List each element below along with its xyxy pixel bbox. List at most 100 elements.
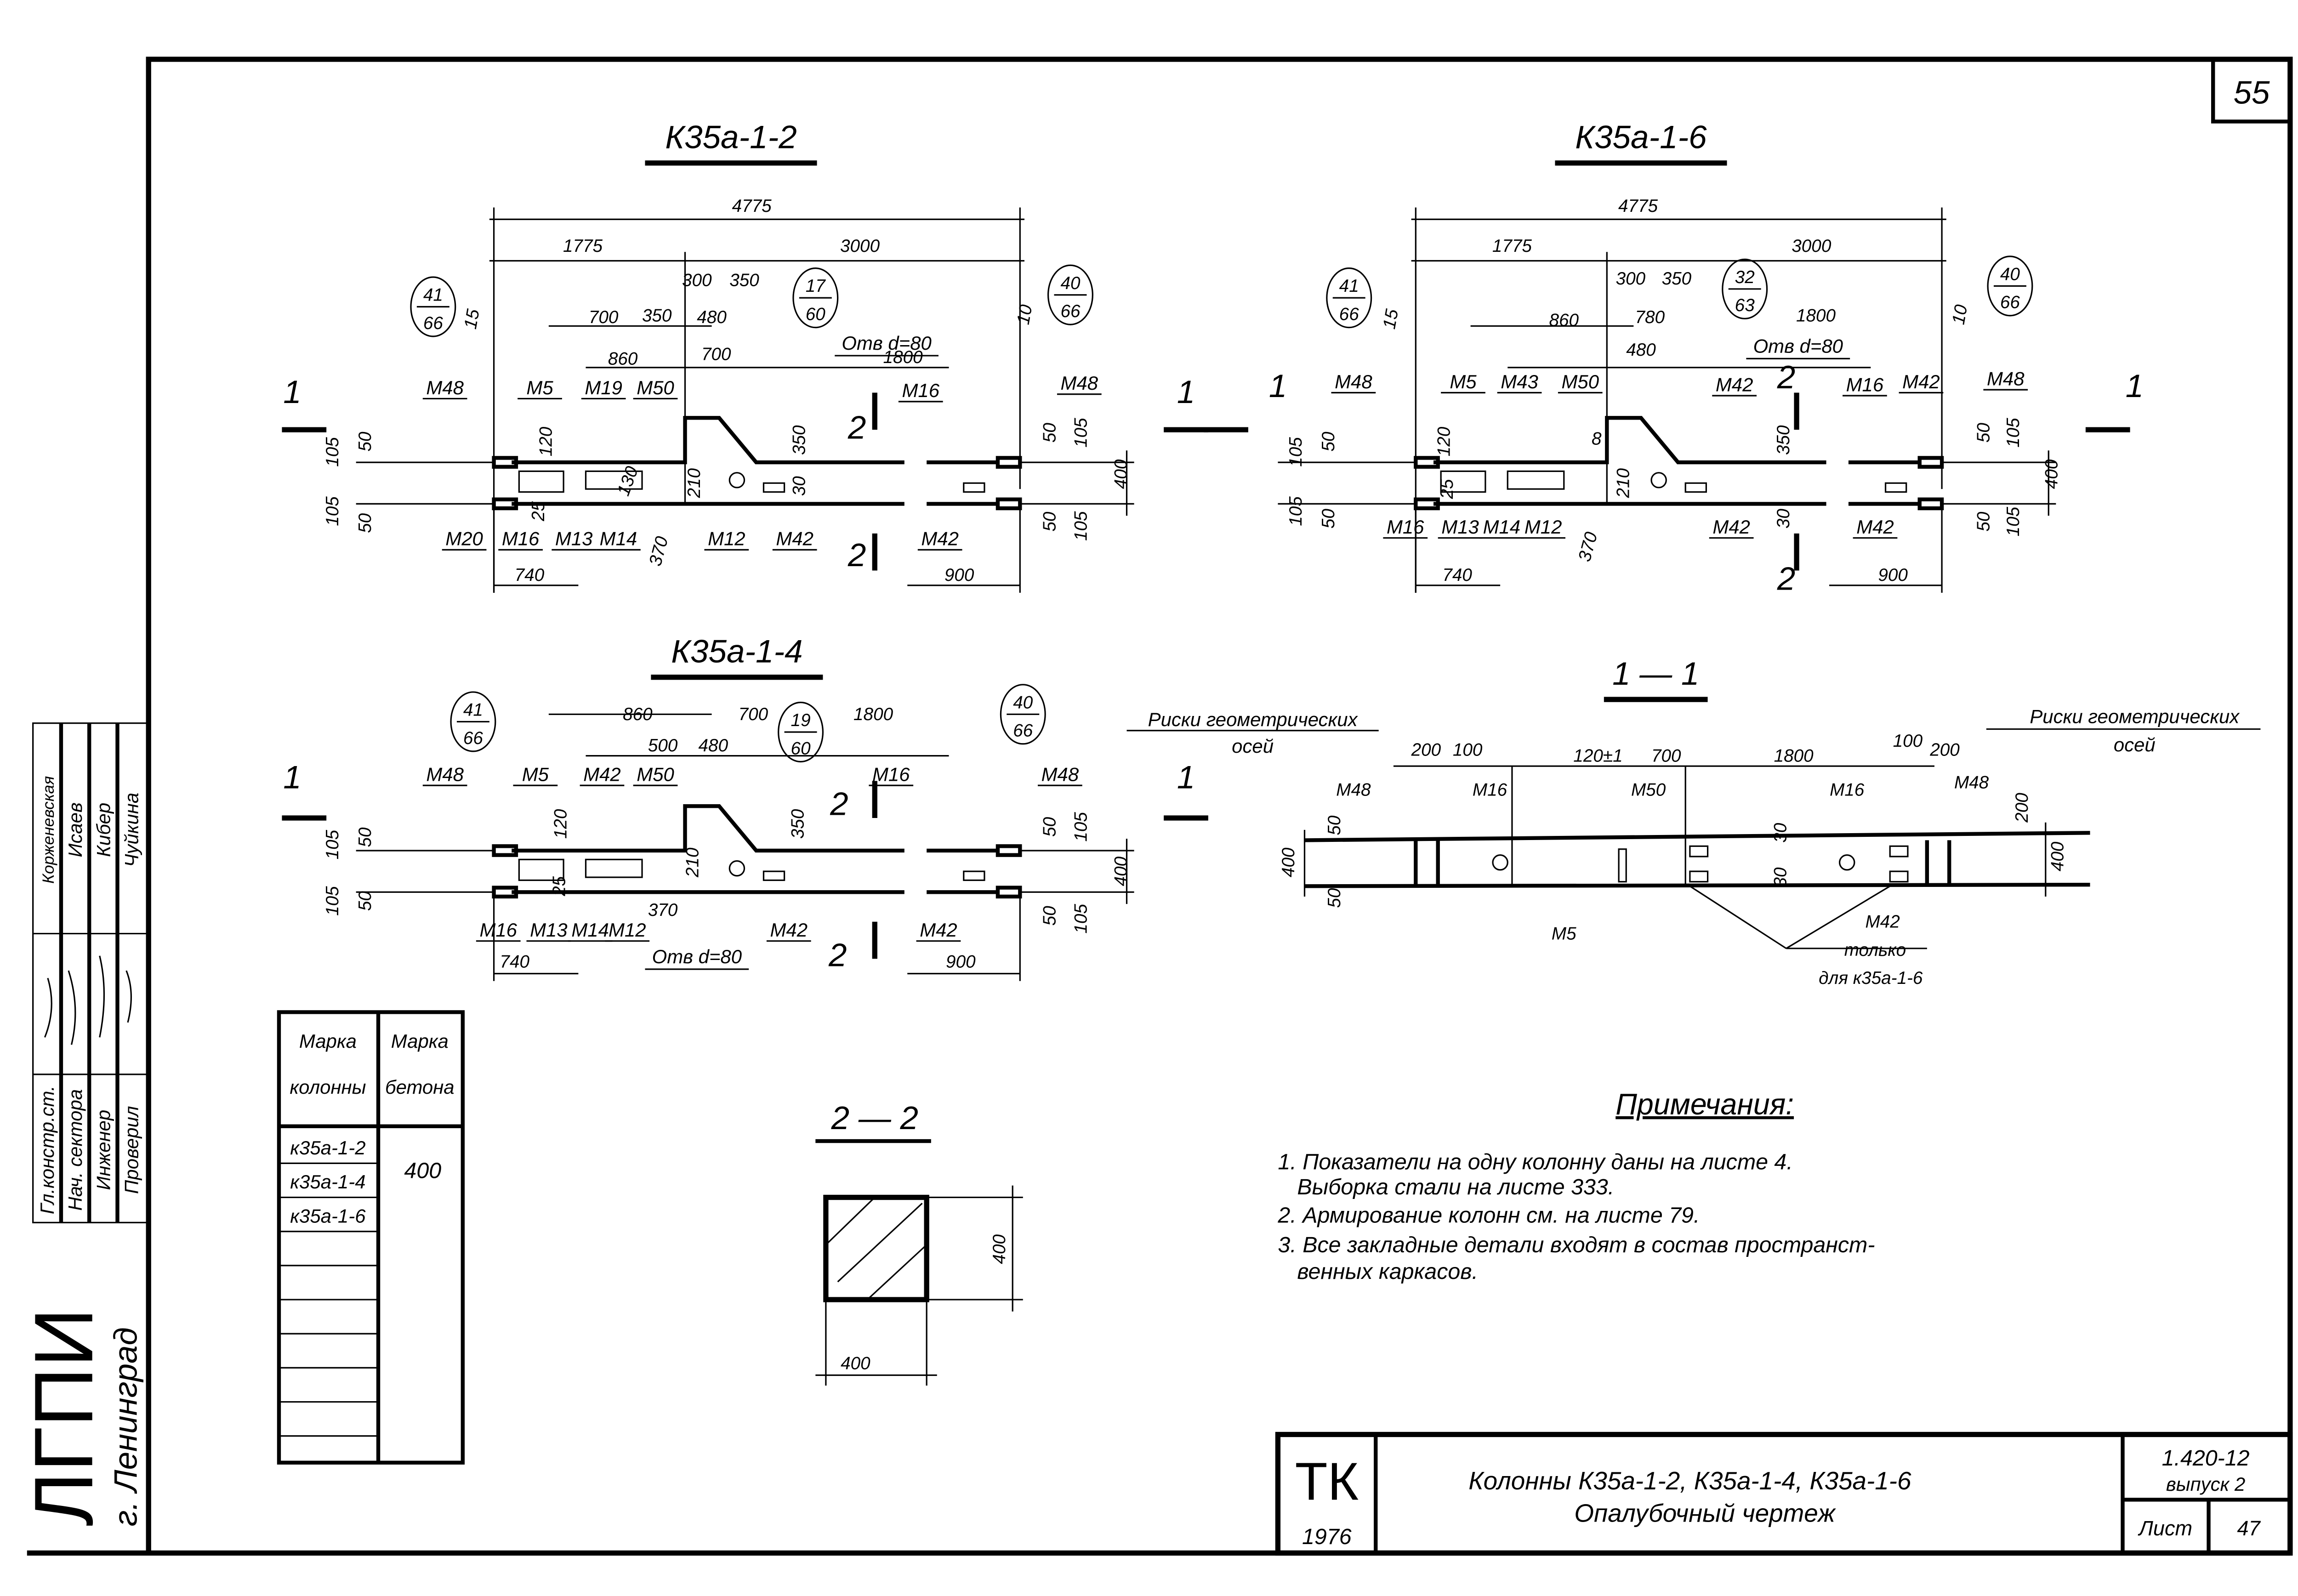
section-1-1-label: М42 [1865,912,1900,932]
embedded-part-label: М50 [637,377,674,398]
section-1-1-label: М50 [1631,780,1666,800]
concrete-table [277,1010,465,1465]
dimension-label: 50 [1319,432,1338,452]
dimension-label: 900 [1878,565,1908,585]
dimension-label: 30 [790,476,809,496]
dimension-label: 210 [1614,468,1633,499]
dimension-label: 105 [1071,812,1091,842]
dimension-label: 350 [1774,425,1793,455]
stamp-role: Нач. сектора [64,1089,86,1211]
title-block-title-line1: Колонны К35а-1-2, К35а-1-4, К35а-1-6 [1468,1466,1911,1495]
dimension-label: 400 [1111,856,1131,886]
dimension-label: 25 [1437,479,1457,500]
section-2-2-height-dim: 400 [990,1234,1009,1264]
dimension-label: 400 [2042,459,2062,489]
dimension-label: 120 [536,426,556,456]
table-cell-column: к35а-1-6 [290,1205,366,1227]
dimension-label: 10 [1948,303,1971,326]
dimension-label: 25 [529,501,548,522]
dimension-label: 700 [701,345,731,364]
note-line: венных каркасов. [1297,1259,1478,1284]
dimension-label: 130 [614,464,643,499]
callout-denominator: 66 [1339,305,1359,324]
embedded-part-label: М42 [920,919,957,941]
title-block-sheet-label: Лист [2138,1516,2192,1540]
callout-denominator: 60 [806,305,826,324]
stamp-city: г. Ленинград [108,1327,144,1526]
dimension-label: 8 [1592,429,1602,449]
section-1-1-label: 200 [2012,793,2032,823]
dimension-label: 50 [1040,906,1060,926]
section-cut-mark: 1 [1177,374,1195,410]
embedded-part-label: М16 [902,380,940,401]
embedded-part-label: М48 [1987,368,2025,389]
section-1-1-label: для к35а-1-6 [1819,968,1923,988]
dimension-label: 500 [648,736,678,755]
section-cut-mark: 2 [828,937,847,974]
embedded-part-label: М42 [1716,374,1753,395]
dimension-label: 105 [323,496,342,526]
section-1-1-label: 30 [1770,867,1790,887]
callout-denominator: 66 [423,313,444,333]
drawing-line [1304,831,2090,842]
dimension-label: 740 [1442,565,1472,585]
section-1-1-label: Риски геометрических [2030,706,2240,727]
dimension-label: 1800 [853,704,893,724]
embedded-part-label: М50 [637,763,674,785]
dimension-label: 860 [623,704,653,724]
embedded-part-label: М16 [502,528,540,550]
section-1-1-drawing [1126,728,2261,949]
dimension-label: 780 [1635,307,1665,327]
dimension-label: 300 [682,270,712,290]
embedded-part-label: М12 [609,919,646,941]
title-block-sheet-value: 47 [2237,1516,2261,1540]
embedded-part-label: М16 [1387,516,1424,538]
section-2-2-width-dim: 400 [841,1354,870,1374]
callout-denominator: 66 [1060,301,1081,321]
dimension-label: 4775 [1618,196,1658,216]
section-cut-mark: 2 [1777,561,1795,597]
section-2-2 [815,1139,1023,1386]
stamp-organization: ЛГПИ [18,1308,110,1527]
section-1-1-label: 200 [1929,740,1960,760]
dimension-label: 50 [355,891,375,911]
table-cell-concrete-grade: 400 [404,1159,441,1183]
dimension-label: 1800 [1796,306,1836,326]
section-cut-mark: 2 [848,410,866,446]
dimension-label: 105 [1286,437,1306,467]
embedded-part-label: М42 [776,528,813,550]
column-elevation [1204,207,2130,593]
callout-numerator: 40 [1013,693,1033,712]
dimension-label: 480 [697,307,727,327]
column-elevation [282,207,1208,593]
embedded-part-label: М42 [583,763,621,785]
dimension-label: 3000 [1792,236,1832,256]
embedded-part-label: М48 [426,377,464,398]
dimension-label: 50 [1040,423,1060,443]
embedded-part-label: М43 [1501,371,1538,392]
section-1-1-label: 700 [1651,746,1681,766]
stamp-role: Гл.констр.ст. [36,1085,58,1214]
embedded-part-label: М48 [1061,372,1098,394]
dimension-label: 105 [323,829,342,859]
notes-title: Примечания: [1615,1088,1794,1121]
title-block-issue: выпуск 2 [2166,1473,2245,1495]
sheet-frame [27,57,2293,1556]
dimension-label: 480 [1626,340,1656,360]
dimension-label: 105 [1071,418,1091,448]
callout-numerator: 41 [1339,276,1359,296]
callout-denominator: 63 [1735,295,1755,315]
section-1-1-label: 30 [1770,823,1790,843]
embedded-part-label: М12 [1524,516,1562,538]
stamp-name: Исаев [64,802,86,857]
title-block-year: 1976 [1302,1524,1352,1549]
section-cut-mark: 1 [1177,760,1195,796]
section-1-1-label: 400 [2048,841,2068,871]
dimension-label: 370 [648,900,678,920]
dimension-label: 740 [500,952,529,972]
stamp-role: Проверил [121,1106,142,1194]
